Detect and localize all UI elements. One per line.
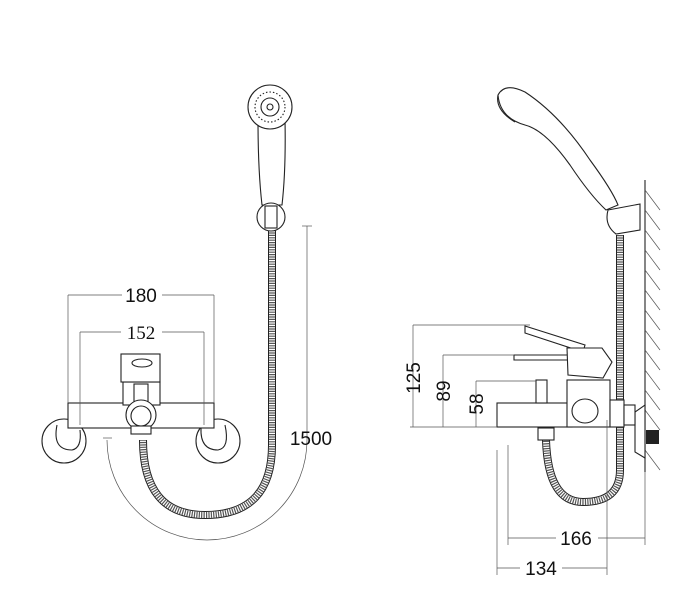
shower-head-ring <box>260 97 280 117</box>
hose-length-arc <box>106 439 308 541</box>
dim-58-label: 58 <box>467 393 488 414</box>
side-view: 125 89 58 166 134 <box>404 87 661 580</box>
shower-holder-clip <box>264 205 278 229</box>
diverter-knob <box>535 379 548 404</box>
valve-body-detail <box>571 398 599 424</box>
lever-arm <box>513 354 571 361</box>
dim-89-label: 89 <box>434 380 455 401</box>
wall-flange <box>634 403 646 459</box>
shower-head-nozzles <box>254 91 286 123</box>
hand-shower <box>497 87 619 211</box>
wall-holder <box>606 203 641 235</box>
cartridge-stem <box>133 383 149 403</box>
dim-1500-label: 1500 <box>290 429 332 450</box>
shower-head-center <box>266 103 274 111</box>
dim-180-label: 180 <box>125 286 157 307</box>
shower-hose-inner <box>140 230 275 519</box>
shower-head <box>247 84 293 130</box>
hose-connector <box>130 425 152 435</box>
spout <box>496 402 573 428</box>
left-eccentric <box>41 418 87 464</box>
shower-hose <box>139 230 276 520</box>
lever-cap <box>131 358 153 368</box>
front-view: 180 152 1500 <box>41 84 332 541</box>
lever-base <box>566 347 613 379</box>
dim-125-label: 125 <box>404 362 425 394</box>
side-hose-connector <box>537 427 555 441</box>
side-shower-hose-texture <box>543 235 623 506</box>
dim-152-label: 152 <box>127 323 156 344</box>
eccentric-connector <box>623 404 636 426</box>
hand-shower-handle <box>257 119 286 206</box>
lever-handle <box>120 353 161 383</box>
dim-134-label: 134 <box>525 559 557 580</box>
right-eccentric-detail <box>200 424 227 451</box>
dim-166-label: 166 <box>560 529 592 550</box>
shower-hose-texture <box>140 230 275 519</box>
left-eccentric-detail <box>55 424 81 451</box>
right-eccentric <box>195 418 241 464</box>
wall-hatching <box>644 189 661 471</box>
union-nut <box>609 399 625 428</box>
hand-shower-face <box>497 94 516 123</box>
wall-pipe <box>646 430 659 444</box>
